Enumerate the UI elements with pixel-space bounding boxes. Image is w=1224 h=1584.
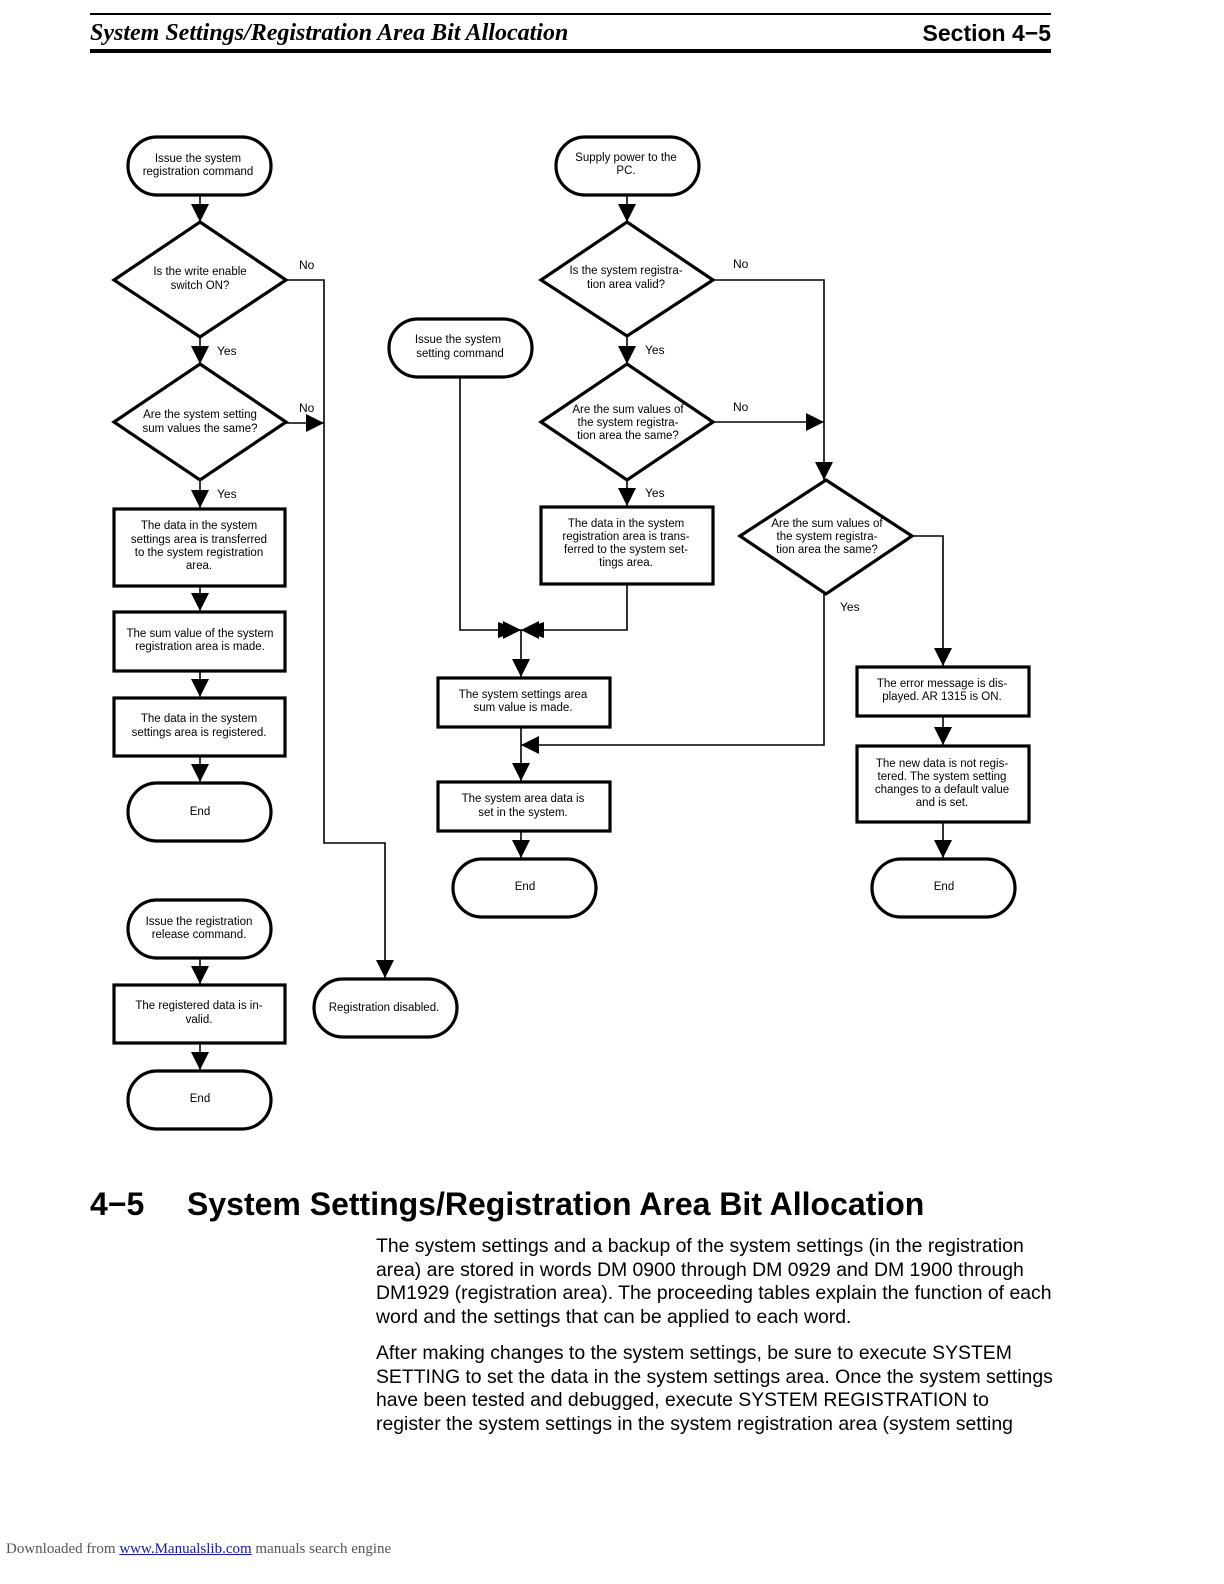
label-no: No	[733, 400, 749, 414]
process-error-message	[855, 665, 1031, 718]
terminal-registration-end	[126, 781, 273, 843]
process-registered	[112, 696, 287, 758]
node-default-value: The new data is not regis-tered. The sys…	[875, 758, 1009, 809]
terminal-power-start	[554, 135, 701, 197]
label-yes: Yes	[645, 343, 665, 357]
label-no: No	[733, 257, 749, 271]
decision-reg-valid	[538, 220, 716, 338]
footer-download-note: Downloaded from www.Manualslib.com manua…	[6, 1541, 391, 1558]
node-registration-end: End	[190, 806, 210, 818]
process-transfer	[112, 507, 287, 588]
process-default-value	[855, 744, 1031, 824]
process-system-set	[436, 780, 612, 833]
footer-suffix: manuals search engine	[255, 1541, 392, 1557]
label-no: No	[299, 258, 315, 272]
merge-arrow-right	[521, 622, 544, 638]
terminal-release-start	[126, 898, 273, 960]
decision-setting-sum	[111, 362, 289, 482]
terminal-registration-disabled	[312, 977, 459, 1039]
node-invalid: The registered data is in-valid.	[135, 1000, 262, 1026]
footer-prefix: Downloaded from	[6, 1541, 116, 1557]
body-paragraph: After making changes to the system setti…	[376, 1342, 1053, 1435]
process-settings-sum	[436, 676, 612, 729]
node-release-end: End	[190, 1093, 210, 1105]
label-yes: Yes	[217, 487, 237, 501]
node-error-end: End	[934, 881, 954, 893]
node-registration-disabled: Registration disabled.	[329, 1002, 440, 1014]
label-yes: Yes	[217, 344, 237, 358]
header-rule-bottom	[90, 49, 1051, 53]
body-paragraph: The system settings and a backup of the …	[376, 1235, 1052, 1328]
node-reg-valid: Is the system registra-tion area valid?	[569, 265, 682, 291]
terminal-power-end	[451, 857, 598, 919]
process-invalid	[112, 983, 287, 1045]
terminal-setting-start	[387, 317, 534, 379]
decision-write-enable	[111, 220, 289, 339]
process-sum-made	[112, 610, 287, 673]
label-yes: Yes	[645, 486, 665, 500]
process-reg-transfer	[539, 505, 715, 586]
terminal-error-end	[870, 857, 1017, 919]
label-no: No	[299, 401, 315, 415]
running-header-section: Section 4−5	[922, 20, 1051, 46]
terminal-registration-start	[126, 135, 273, 197]
decision-reg-sum	[538, 362, 716, 482]
label-yes: Yes	[840, 600, 860, 614]
terminal-release-end	[126, 1069, 273, 1131]
node-power-end: End	[515, 881, 535, 893]
footer-link[interactable]: www.Manualslib.com	[119, 1541, 252, 1557]
section-title: System Settings/Registration Area Bit Al…	[187, 1186, 925, 1222]
header-rule-top	[90, 13, 1051, 15]
section-number: 4−5	[90, 1186, 145, 1222]
node-error-message: The error message is dis-played. AR 1315…	[877, 678, 1008, 703]
merge-arrow-left	[498, 622, 521, 638]
running-header-title: System Settings/Registration Area Bit Al…	[90, 20, 569, 46]
decision-reg-sum-2	[737, 478, 915, 596]
